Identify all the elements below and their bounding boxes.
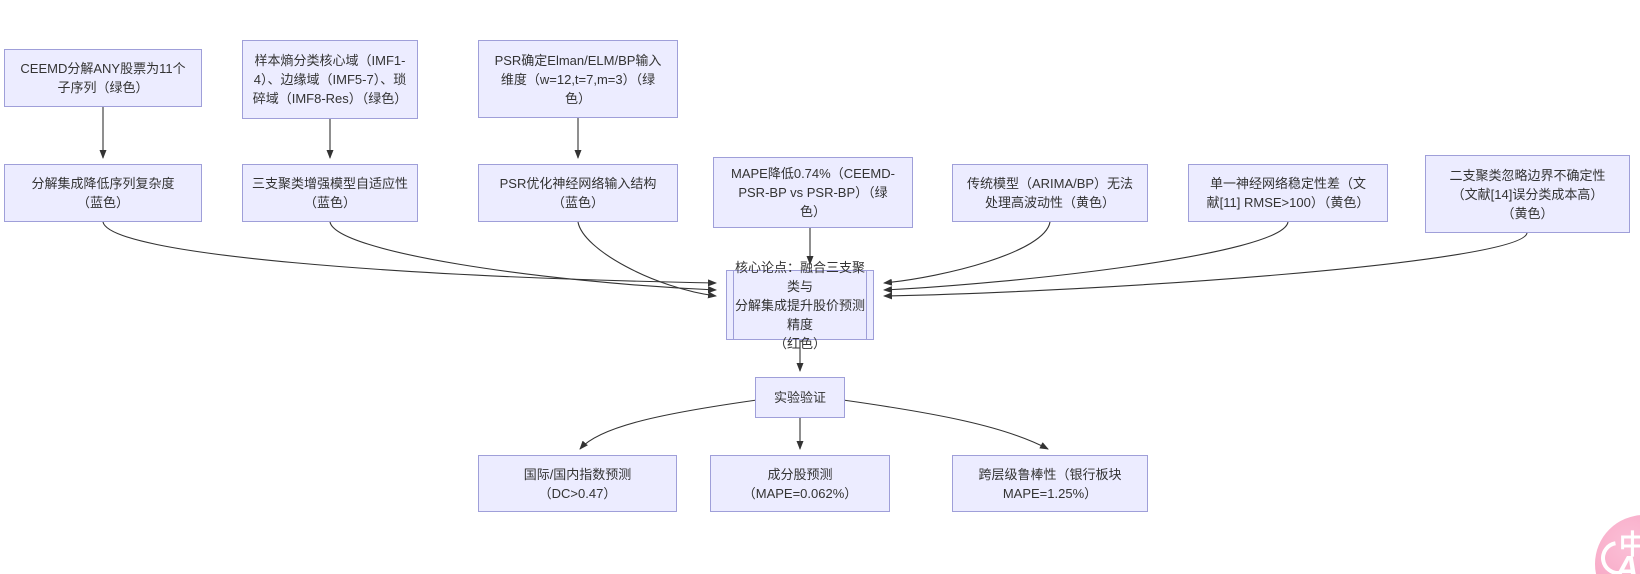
edge-decomp-to-core bbox=[102, 221, 717, 287]
edge-traditional-to-core bbox=[883, 221, 1051, 286]
node-component-stock-prediction: 成分股预测 （MAPE=0.062%） bbox=[710, 455, 890, 512]
node-index-prediction: 国际/国内指数预测 （DC>0.47） bbox=[478, 455, 677, 512]
node-psr-input-structure: PSR优化神经网络输入结构 （蓝色） bbox=[478, 164, 678, 222]
node-decomposition-complexity: 分解集成降低序列复杂度 （蓝色） bbox=[4, 164, 202, 222]
node-three-way-adaptivity: 三支聚类增强模型自适应性 （蓝色） bbox=[242, 164, 418, 222]
node-ceemd-decomposition: CEEMD分解ANY股票为11个 子序列（绿色） bbox=[4, 49, 202, 107]
node-cross-level-robustness: 跨层级鲁棒性（银行板块 MAPE=1.25%） bbox=[952, 455, 1148, 512]
node-traditional-model-limit: 传统模型（ARIMA/BP）无法 处理高波动性（黄色） bbox=[952, 164, 1148, 222]
translate-badge-button[interactable]: 中 A bbox=[1594, 515, 1640, 574]
node-single-nn-instability: 单一神经网络稳定性差（文 献[11] RMSE>100）（黄色） bbox=[1188, 164, 1388, 222]
translate-en-glyph: A bbox=[1615, 549, 1639, 574]
node-sample-entropy-domains: 样本熵分类核心域（IMF1- 4）、边缘域（IMF5-7）、琐 碎域（IMF8-… bbox=[242, 40, 418, 119]
node-two-way-boundary-limit: 二支聚类忽略边界不确定性 （文献[14]误分类成本高） （黄色） bbox=[1425, 155, 1630, 233]
translate-zh-glyph: 中 bbox=[1619, 530, 1640, 560]
node-psr-input-dimension: PSR确定Elman/ELM/BP输入 维度（w=12,t=7,m=3）（绿 色… bbox=[478, 40, 678, 118]
edge-singlenn-to-core bbox=[883, 221, 1289, 294]
node-core-thesis: 核心论点：融合三支聚类与 分解集成提升股价预测精度 （红色） bbox=[726, 260, 874, 351]
edge-twoway-to-core bbox=[883, 232, 1528, 300]
node-mape-reduction: MAPE降低0.74%（CEEMD- PSR-BP vs PSR-BP）（绿 色… bbox=[713, 157, 913, 228]
edge-experiment-to-index bbox=[579, 399, 758, 450]
edge-experiment-to-robustness bbox=[842, 399, 1049, 450]
edge-threeway-to-core bbox=[329, 221, 717, 294]
edge-psrstruct-to-core bbox=[577, 221, 717, 299]
node-experiment-validation: 实验验证 bbox=[755, 377, 845, 418]
